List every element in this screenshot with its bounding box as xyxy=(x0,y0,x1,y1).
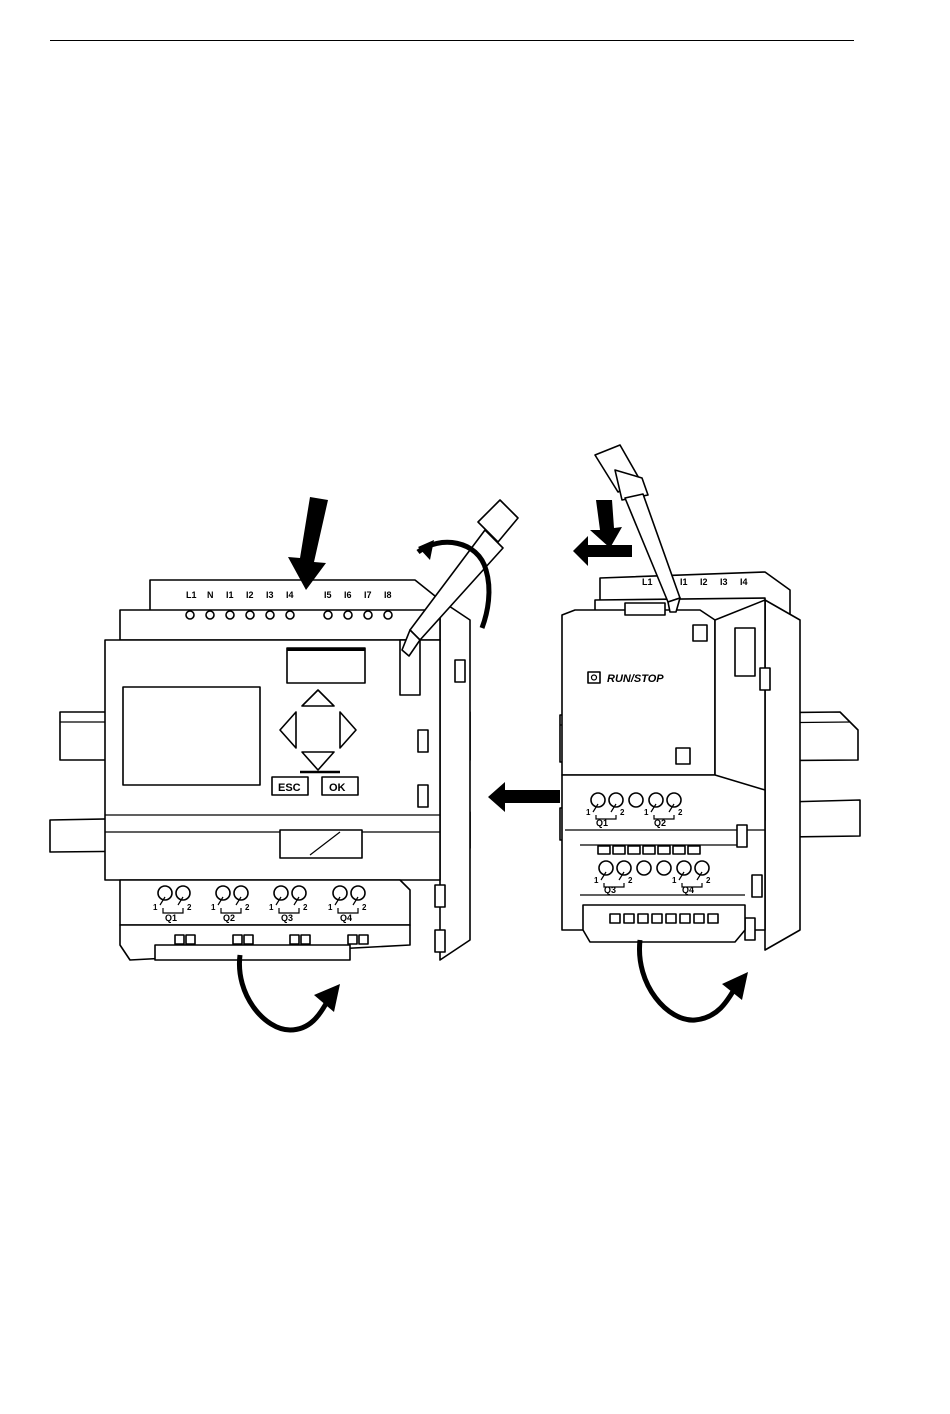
terminal-label: L1 xyxy=(642,577,653,587)
terminal-label: N xyxy=(207,590,214,600)
output-label: Q3 xyxy=(281,913,293,923)
svg-text:1: 1 xyxy=(211,903,216,912)
run-stop-led-icon xyxy=(588,672,600,683)
terminal-label: I2 xyxy=(700,577,708,587)
terminal-label: I4 xyxy=(286,590,294,600)
output-label: Q1 xyxy=(596,818,608,828)
svg-text:2: 2 xyxy=(678,808,683,817)
svg-text:2: 2 xyxy=(245,903,250,912)
push-down-arrow-icon xyxy=(288,497,328,590)
terminal-label: I2 xyxy=(246,590,254,600)
svg-text:1: 1 xyxy=(594,876,599,885)
terminal-label: I5 xyxy=(324,590,332,600)
run-stop-indicator: RUN/STOP xyxy=(588,672,664,685)
terminal-label: I4 xyxy=(740,577,748,587)
terminal-label: I3 xyxy=(266,590,274,600)
expansion-module xyxy=(562,572,800,950)
output-label: Q2 xyxy=(654,818,666,828)
svg-text:2: 2 xyxy=(620,808,625,817)
output-label: Q4 xyxy=(340,913,352,923)
lcd-display xyxy=(123,687,260,785)
svg-text:2: 2 xyxy=(362,903,367,912)
output-label: Q1 xyxy=(165,913,177,923)
svg-text:2: 2 xyxy=(187,903,192,912)
terminal-label: I1 xyxy=(680,577,688,587)
svg-text:1: 1 xyxy=(328,903,333,912)
module-slot xyxy=(287,648,365,683)
terminal-label: I1 xyxy=(226,590,234,600)
svg-text:2: 2 xyxy=(628,876,633,885)
ok-key-label: OK xyxy=(329,782,346,794)
output-label: Q2 xyxy=(223,913,235,923)
terminal-label: I3 xyxy=(720,577,728,587)
svg-text:1: 1 xyxy=(153,903,158,912)
terminal-label: I7 xyxy=(364,590,372,600)
svg-text:2: 2 xyxy=(303,903,308,912)
label-window xyxy=(280,830,362,858)
run-stop-label: RUN/STOP xyxy=(607,673,664,685)
svg-text:1: 1 xyxy=(644,808,649,817)
swing-down-arrow-left-icon xyxy=(239,955,328,1030)
svg-text:1: 1 xyxy=(586,808,591,817)
svg-text:2: 2 xyxy=(706,876,711,885)
output-label: Q4 xyxy=(682,885,694,895)
terminal-label: I6 xyxy=(344,590,352,600)
output-label: Q3 xyxy=(604,885,616,895)
esc-key-label: ESC xyxy=(278,782,301,794)
terminal-label: L1 xyxy=(186,590,197,600)
svg-text:1: 1 xyxy=(672,876,677,885)
svg-text:1: 1 xyxy=(269,903,274,912)
swing-down-arrow-right-icon xyxy=(639,940,735,1020)
terminal-label: I8 xyxy=(384,590,392,600)
slide-left-arrow-rail-icon xyxy=(488,782,560,812)
screwdriver-press-arrow-icon xyxy=(590,500,622,548)
